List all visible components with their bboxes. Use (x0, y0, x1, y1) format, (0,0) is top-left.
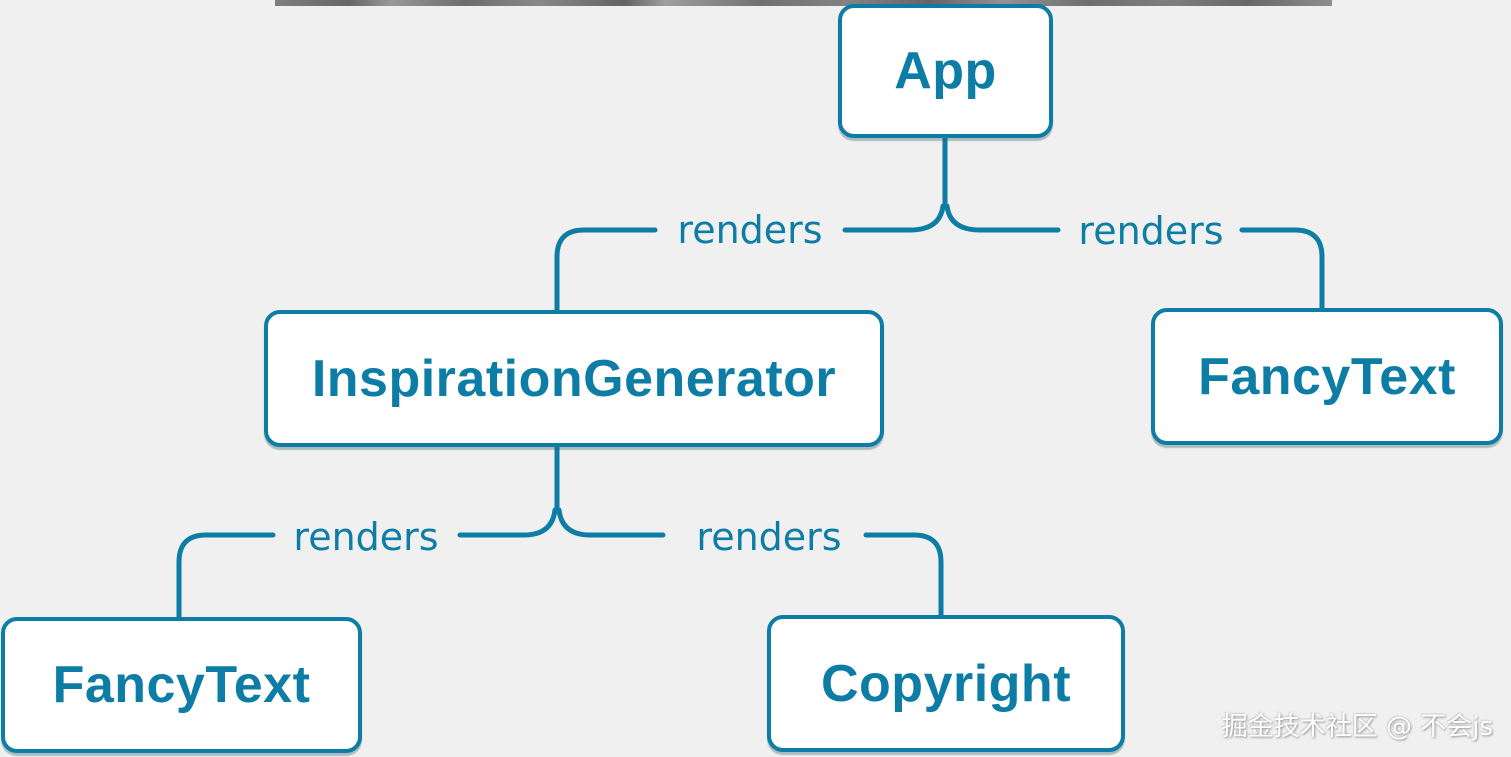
edge-inspirationgenerator-copyright-right-segment (863, 532, 944, 622)
edge-label-inspirationgenerator-copyright: renders (696, 515, 842, 559)
edge-app-fancytext-left-segment (944, 203, 1061, 233)
edge-inspirationgenerator-copyright-left-segment (556, 507, 666, 538)
node-app-label: App (894, 42, 997, 100)
node-fancy-text-right: FancyText (1151, 308, 1503, 445)
node-inspiration-generator-label: InspirationGenerator (311, 349, 837, 408)
node-fancy-text-left: FancyText (1, 617, 362, 753)
node-fancy-text-left-label: FancyText (52, 656, 311, 714)
edge-label-app-inspirationgenerator: renders (677, 208, 823, 252)
edge-label-app-fancytext: renders (1078, 209, 1224, 253)
edge-app-fancytext-right-segment (1239, 227, 1325, 315)
cropped-text-artifact (275, 0, 1332, 6)
edge-inspirationgenerator-fancytext-right-segment (457, 507, 558, 538)
node-copyright: Copyright (767, 615, 1125, 752)
node-fancy-text-right-label: FancyText (1198, 347, 1456, 406)
node-copyright-label: Copyright (820, 654, 1072, 713)
edge-app-inspirationgenerator-left-segment (554, 227, 658, 314)
edge-app-inspirationgenerator-right-segment (842, 203, 946, 233)
edge-label-inspirationgenerator-fancytext: renders (293, 515, 439, 559)
watermark-text: 掘金技术社区 @ 不会js (1221, 712, 1493, 742)
edge-inspirationgenerator-fancytext-left-segment (176, 532, 276, 624)
node-app: App (838, 4, 1053, 138)
node-inspiration-generator: InspirationGenerator (264, 310, 884, 447)
